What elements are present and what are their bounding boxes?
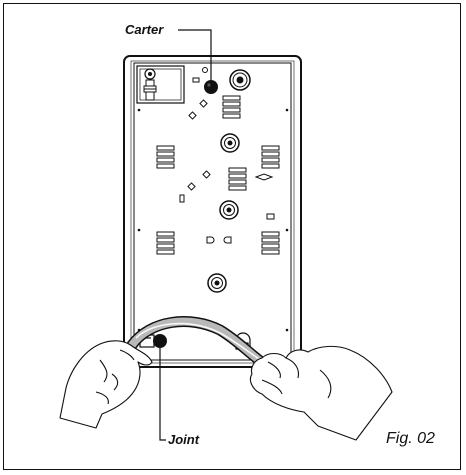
joint-plug: [153, 334, 167, 348]
vent-left-lower: [156, 231, 175, 255]
top-connector: [229, 69, 251, 91]
vent-right-upper: [261, 145, 280, 169]
vent-top: [222, 95, 241, 119]
figure-label: Fig. 02: [386, 430, 435, 447]
carter-label: Carter: [125, 22, 164, 37]
vent-left-upper: [156, 145, 175, 169]
leader-lines: [159, 29, 212, 441]
center-bolts: [207, 133, 240, 293]
vent-center: [228, 167, 247, 191]
carter-plug: [204, 80, 218, 94]
left-hand: [59, 340, 153, 429]
back-panel: [133, 62, 292, 361]
right-hand: [249, 345, 393, 441]
valve-compartment: [136, 65, 185, 104]
vent-right-lower: [261, 231, 280, 255]
joint-label: Joint: [168, 432, 200, 447]
